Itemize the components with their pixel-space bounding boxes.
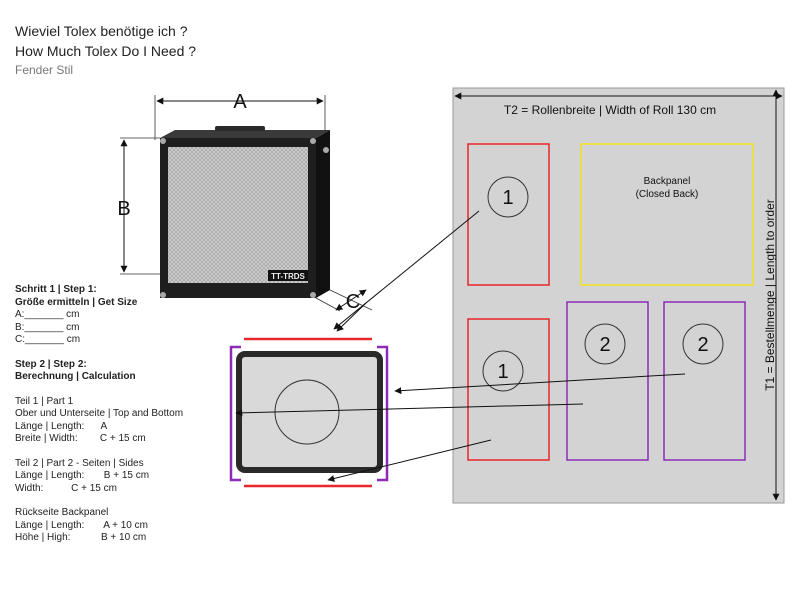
field-c: C:_______ cm bbox=[15, 334, 81, 345]
amp-handle bbox=[215, 126, 265, 131]
part2-number-left: 2 bbox=[599, 334, 610, 356]
corner-protector bbox=[160, 292, 166, 298]
part1-number-bottom: 1 bbox=[497, 361, 508, 383]
backpanel-title: Rückseite Backpanel bbox=[15, 507, 109, 518]
amp-illustration: TT-TRDS bbox=[160, 126, 330, 298]
part2-piece-right bbox=[663, 301, 746, 461]
corner-protector bbox=[310, 292, 316, 298]
part1-piece-top bbox=[467, 143, 550, 286]
title-english: How Much Tolex Do I Need ? bbox=[15, 43, 197, 59]
part2-title: Teil 2 | Part 2 - Seiten | Sides bbox=[15, 457, 144, 469]
amp-grille bbox=[168, 147, 308, 283]
step2-title: Step 2 | Step 2: bbox=[15, 358, 87, 370]
step1-subtitle-en: Get Size bbox=[97, 296, 138, 308]
step2-subtitle: Berechnung | Calculation bbox=[15, 371, 136, 382]
amp-logo: TT-TRDS bbox=[271, 272, 305, 281]
part2-badge-right bbox=[682, 323, 724, 365]
dimension-b-label: B bbox=[117, 198, 130, 220]
dimension-a-label: A bbox=[233, 91, 247, 113]
step1-title: Schritt 1 | Step 1: bbox=[15, 284, 97, 295]
arrow-part2-to-right-side bbox=[394, 373, 686, 395]
step1-subtitle: Größe ermitteln | Get Size bbox=[15, 297, 183, 310]
dimension-a: A bbox=[154, 91, 326, 140]
instructions: Schritt 1 | Step 1: Größe ermitteln | Ge… bbox=[15, 284, 183, 545]
dimension-b: B bbox=[117, 137, 160, 275]
part1-badge-bottom bbox=[482, 350, 524, 392]
part1-piece-bottom bbox=[467, 318, 550, 461]
backpanel-piece bbox=[580, 143, 754, 286]
part2-outline-left bbox=[229, 345, 241, 482]
part1-number-top: 1 bbox=[502, 187, 513, 209]
part1-badge-top bbox=[487, 176, 529, 218]
backpanel-sublabel: (Closed Back) bbox=[636, 189, 699, 200]
arrow-part1-to-bottom bbox=[327, 439, 492, 482]
tolex-roll: T2 = Rollenbreite | Width of Roll 130 cm… bbox=[452, 87, 785, 504]
roll-length-label: T1 = Bestellmenge | Length to order bbox=[763, 199, 777, 391]
part2-width: Width: C + 15 cm bbox=[15, 482, 117, 494]
arrow-amp-to-front bbox=[336, 302, 367, 332]
arrow-part2-to-left-side bbox=[235, 403, 584, 417]
field-a: A:_______ cm bbox=[15, 309, 80, 320]
backpanel-length: Länge | Length: A + 10 cm bbox=[15, 519, 148, 531]
corner-protector bbox=[323, 147, 329, 153]
part2-badge-left bbox=[584, 323, 626, 365]
backpanel-label: Backpanel bbox=[644, 176, 691, 187]
part2-outline-right bbox=[377, 345, 389, 482]
step1-subtitle-de: Größe ermitteln | bbox=[15, 296, 98, 308]
dimension-c: C bbox=[315, 289, 373, 313]
part1-length: Länge | Length: A bbox=[15, 420, 108, 432]
part1-description: Ober und Unterseite | Top and Bottom bbox=[15, 408, 184, 419]
backpanel-high: Höhe | High: B + 10 cm bbox=[15, 532, 147, 543]
subtitle: Fender Stil bbox=[15, 63, 74, 77]
title-german: Wieviel Tolex benötige ich ? bbox=[15, 23, 188, 39]
arrow-part1-to-top bbox=[333, 210, 480, 330]
roll-area bbox=[452, 87, 785, 504]
roll-width-label: T2 = Rollenbreite | Width of Roll 130 cm bbox=[504, 103, 716, 117]
part2-number-right: 2 bbox=[697, 334, 708, 356]
field-b: B:_______ cm bbox=[15, 321, 80, 333]
part2-length: Länge | Length: B + 15 cm bbox=[15, 470, 150, 481]
corner-protector bbox=[160, 138, 166, 144]
part1-title: Teil 1 | Part 1 bbox=[15, 395, 74, 407]
amp-logo-plate bbox=[268, 270, 308, 281]
part1-width: Breite | Width: C + 15 cm bbox=[15, 433, 146, 444]
corner-protector bbox=[310, 138, 316, 144]
dimension-c-label: C bbox=[346, 291, 360, 313]
